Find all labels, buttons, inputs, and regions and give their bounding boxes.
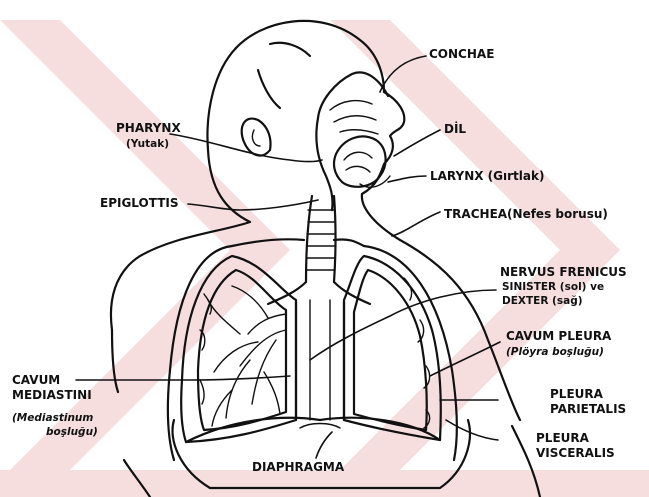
label-pharynx: PHARYNX	[116, 121, 181, 135]
label-dil: DİL	[444, 121, 466, 136]
label-diaphragma: DIAPHRAGMA	[252, 460, 345, 474]
label-larynx: LARYNX (Gırtlak)	[430, 169, 544, 183]
label-pleura-parietalis-2: PARIETALIS	[550, 402, 626, 416]
label-trachea: TRACHEA(Nefes borusu)	[444, 207, 608, 221]
label-cavum-pleura-tr: (Plöyra boşluğu)	[506, 346, 604, 358]
mediastinum	[296, 300, 344, 420]
label-cavum-med-2: MEDIASTINI	[12, 388, 92, 402]
label-cavum-med-tr-2: boşluğu)	[46, 426, 98, 438]
right-lung	[344, 256, 441, 440]
label-cavum-pleura: CAVUM PLEURA	[506, 329, 612, 343]
label-cavum-med-1: CAVUM	[12, 373, 60, 387]
label-conchae: CONCHAE	[429, 47, 494, 61]
label-nervus-1: NERVUS FRENICUS	[500, 265, 627, 279]
label-nervus-3: DEXTER (sağ)	[502, 295, 583, 307]
label-epiglottis: EPIGLOTTIS	[100, 196, 178, 210]
nasal-oral-cavity	[316, 72, 390, 210]
label-pharynx-tr: (Yutak)	[126, 138, 169, 150]
label-nervus-2: SINISTER (sol) ve	[502, 281, 604, 293]
label-cavum-med-tr-1: (Mediastinum	[12, 412, 93, 424]
label-pleura-parietalis-1: PLEURA	[550, 387, 604, 401]
label-pleura-visceralis-1: PLEURA	[536, 431, 590, 445]
label-pleura-visceralis-2: VISCERALIS	[536, 446, 615, 460]
